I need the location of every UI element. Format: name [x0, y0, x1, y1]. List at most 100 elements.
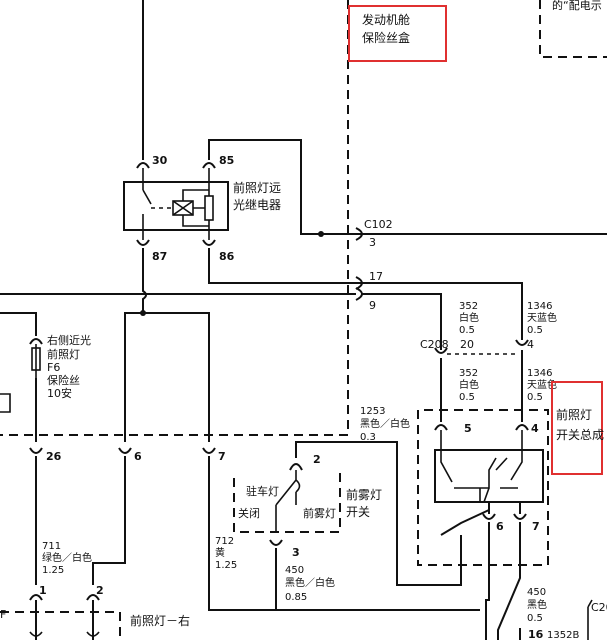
hs-pin7-label: 7: [532, 520, 540, 533]
wire-711-num: 711: [42, 541, 61, 552]
c208-pin20: 20: [460, 338, 474, 351]
wire-6-to-2: [92, 456, 126, 585]
pin-1-label: 1: [39, 584, 47, 597]
hs-pin6-wires: [485, 502, 490, 640]
relay-label-1: 前照灯远: [233, 180, 281, 195]
fuse-box-label-1: 发动机舱: [362, 12, 410, 27]
headlamp-right-label: 前照灯－右: [130, 613, 190, 628]
fog-pin-3-arc: [269, 539, 283, 546]
fuse-f6-label-1: 右侧近光: [47, 333, 91, 347]
edge-bracket: [587, 599, 593, 640]
hs-pin4-arc: [515, 424, 529, 431]
headlamp-wires: [35, 600, 94, 640]
c208-pin20-arc: [434, 347, 448, 354]
headlamp-switch-boundary: [417, 409, 549, 566]
headlamp-switch-label-1: 前照灯: [556, 407, 592, 422]
wire-450-right-num: 450: [527, 587, 546, 598]
c102-pin3: 3: [369, 236, 376, 249]
wire-352-top-gauge: 0.5: [459, 325, 475, 336]
c208-label: C208: [420, 338, 449, 351]
pin-86-arc: [202, 239, 216, 246]
headlamp-switch-label-2: 开关总成: [556, 428, 604, 442]
hs-cross-wire: [440, 509, 490, 536]
relay-box: [123, 181, 229, 231]
wire-1346-bot-num: 1346: [527, 368, 552, 379]
wire-450-left-gauge: 0.85: [285, 592, 307, 603]
wire-1253-color: 黑色／白色: [360, 417, 410, 430]
c208-pin4: 4: [527, 338, 534, 351]
c102-pin9: 9: [369, 299, 376, 312]
wire-6-loop: [124, 312, 210, 442]
hs-pin5-arc: [434, 424, 448, 431]
wire-fuse-feed: [0, 312, 37, 336]
fog-switch-label-2: 开关: [346, 505, 370, 519]
top-right-note: 的“配电示: [552, 0, 602, 12]
wire-352-bot-num: 352: [459, 368, 478, 379]
wire-352-bot-gauge: 0.5: [459, 392, 475, 403]
wire-87-down: [142, 248, 147, 313]
fuse-box-boundary: [0, 0, 349, 436]
c102-pin17: 17: [369, 270, 383, 283]
fog-switch-boundary: [233, 470, 341, 533]
fuse-box-label-2: 保险丝盒: [362, 30, 410, 45]
fuse-f6-label-4: 保险丝: [47, 373, 80, 387]
pin-2-label: 2: [96, 584, 104, 597]
wire-1346-bot-color: 天蓝色: [527, 378, 557, 391]
hs-pin6-label: 6: [496, 520, 504, 533]
fog-park-label: 驻车灯: [246, 484, 279, 498]
hs-pin4-label: 4: [531, 422, 539, 435]
pin-30-arc: [136, 162, 150, 169]
c102-label: C102: [364, 218, 393, 231]
hs-pin7-arc: [513, 513, 527, 520]
wire-712-num: 712: [215, 536, 234, 547]
pin-1-arc: [29, 594, 43, 601]
pin-87-label: 87: [152, 250, 167, 263]
edge-c20-label: C20: [591, 601, 607, 614]
pin-7-label: 7: [218, 450, 226, 463]
c102-pin9-arc: [355, 287, 363, 301]
wire-c102-17-out: [362, 282, 523, 325]
fuse-f6-label-5: 10安: [47, 386, 72, 400]
wire-1352b-label: 1352B: [547, 630, 579, 640]
relay-coil-cross: [172, 200, 194, 216]
junction-85: [318, 231, 324, 237]
distribution-box-boundary: [539, 0, 607, 58]
wire-1253: [295, 441, 462, 586]
wire-450-left-color: 黑色／白色: [285, 576, 335, 589]
pin-86-label: 86: [219, 250, 235, 263]
wire-1253-num: 1253: [360, 406, 385, 417]
fog-switch-label-1: 前雾灯: [346, 487, 382, 502]
hs-pin7-wires: [497, 502, 521, 640]
hs-pin5-label: 5: [464, 422, 472, 435]
wire-712-color: 黄: [215, 546, 225, 559]
pin-85-arc: [202, 162, 216, 169]
edge-f-label: F: [0, 608, 6, 621]
headlamp-switch-highlight: [551, 381, 603, 475]
wire-711-gauge: 1.25: [42, 565, 64, 576]
pin-26-arc: [29, 447, 43, 454]
pin-7-arc: [202, 447, 216, 454]
pin-6-arc: [118, 447, 132, 454]
wire-352-bot-color: 白色: [459, 378, 479, 391]
wire-450-right-gauge: 0.5: [527, 613, 543, 624]
wire-c102-9-out: [362, 293, 442, 350]
relay-diode: [204, 195, 214, 221]
relay-coil-wires: [182, 168, 210, 240]
pin-2-arc: [86, 594, 100, 601]
pin-87-arc: [136, 239, 150, 246]
wire-712-gauge: 1.25: [215, 560, 237, 571]
wire-450-right-color: 黑色: [527, 598, 547, 611]
pin-26-label: 26: [46, 450, 62, 463]
pin-16-label: 16: [528, 628, 544, 640]
fog-pin-3-label: 3: [292, 546, 300, 559]
wire-1346-top-num: 1346: [527, 301, 552, 312]
wire-352-top-num: 352: [459, 301, 478, 312]
headlamp-right-boundary: [0, 611, 121, 640]
fog-pin-2-arc: [289, 463, 303, 471]
wire-1346-top-color: 天蓝色: [527, 311, 557, 324]
relay-contact: [142, 168, 152, 240]
fuse-box-highlight: [348, 5, 447, 62]
fog-fog-label: 前雾灯: [303, 506, 336, 520]
